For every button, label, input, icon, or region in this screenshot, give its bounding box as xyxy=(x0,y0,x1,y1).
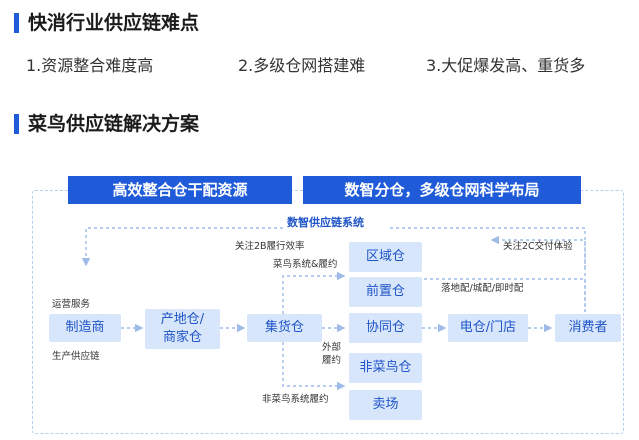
node-origin-warehouse-line2: 商家仓 xyxy=(162,330,202,345)
system-loop-right xyxy=(390,227,586,312)
banner-resource-integration: 高效整合仓干配资源 xyxy=(68,176,292,204)
label-production-supply: 生产供应链 xyxy=(52,351,100,362)
section-title-pain-points: 快消行业供应链难点 xyxy=(28,12,200,34)
node-consolidation-warehouse: 集货仓 xyxy=(247,314,322,342)
banner-smart-distribution: 数智分仓，多级仓网科学布局 xyxy=(303,176,581,204)
node-non-cainiao-warehouse: 非菜鸟仓 xyxy=(349,353,422,383)
pain-point-1: 1.资源整合难度高 xyxy=(26,56,154,75)
loop-delivery xyxy=(424,278,586,312)
node-origin-warehouse: 产地仓/ 商家仓 xyxy=(145,309,220,349)
node-origin-warehouse-line1: 产地仓/ xyxy=(160,312,205,328)
label-non-cainiao-system: 非菜鸟系统履约 xyxy=(262,394,329,405)
pain-point-2: 2.多级仓网搭建难 xyxy=(238,56,366,75)
section-accent-bar xyxy=(14,114,19,134)
section-title-solution: 菜鸟供应链解决方案 xyxy=(28,113,200,135)
node-regional-warehouse: 区域仓 xyxy=(349,242,422,272)
loop-non-cainiao xyxy=(282,342,346,391)
node-ecommerce-store: 电仓/门店 xyxy=(448,314,528,342)
label-external-1: 外部 xyxy=(322,342,342,353)
label-focus-2c: 关注2C交付体验 xyxy=(503,241,573,252)
node-manufacturer: 制造商 xyxy=(49,314,121,342)
label-ops-service: 运营服务 xyxy=(52,299,91,310)
pain-point-3: 3.大促爆发高、重货多 xyxy=(426,56,586,75)
label-focus-2b: 关注2B履行效率 xyxy=(235,241,305,252)
label-cainiao-system: 菜鸟系统&履约 xyxy=(273,259,338,270)
node-consumer: 消费者 xyxy=(555,314,621,342)
section-accent-bar xyxy=(14,13,19,33)
node-forward-warehouse: 前置仓 xyxy=(349,277,422,307)
node-marketplace: 卖场 xyxy=(349,390,422,420)
system-label: 数智供应链系统 xyxy=(287,216,364,229)
label-external-2: 履约 xyxy=(322,355,342,366)
node-collab-warehouse: 协同仓 xyxy=(349,313,422,343)
loop-cainiao xyxy=(282,271,346,314)
loop-2c xyxy=(490,235,586,268)
label-delivery: 落地配/城配/即时配 xyxy=(441,283,524,294)
